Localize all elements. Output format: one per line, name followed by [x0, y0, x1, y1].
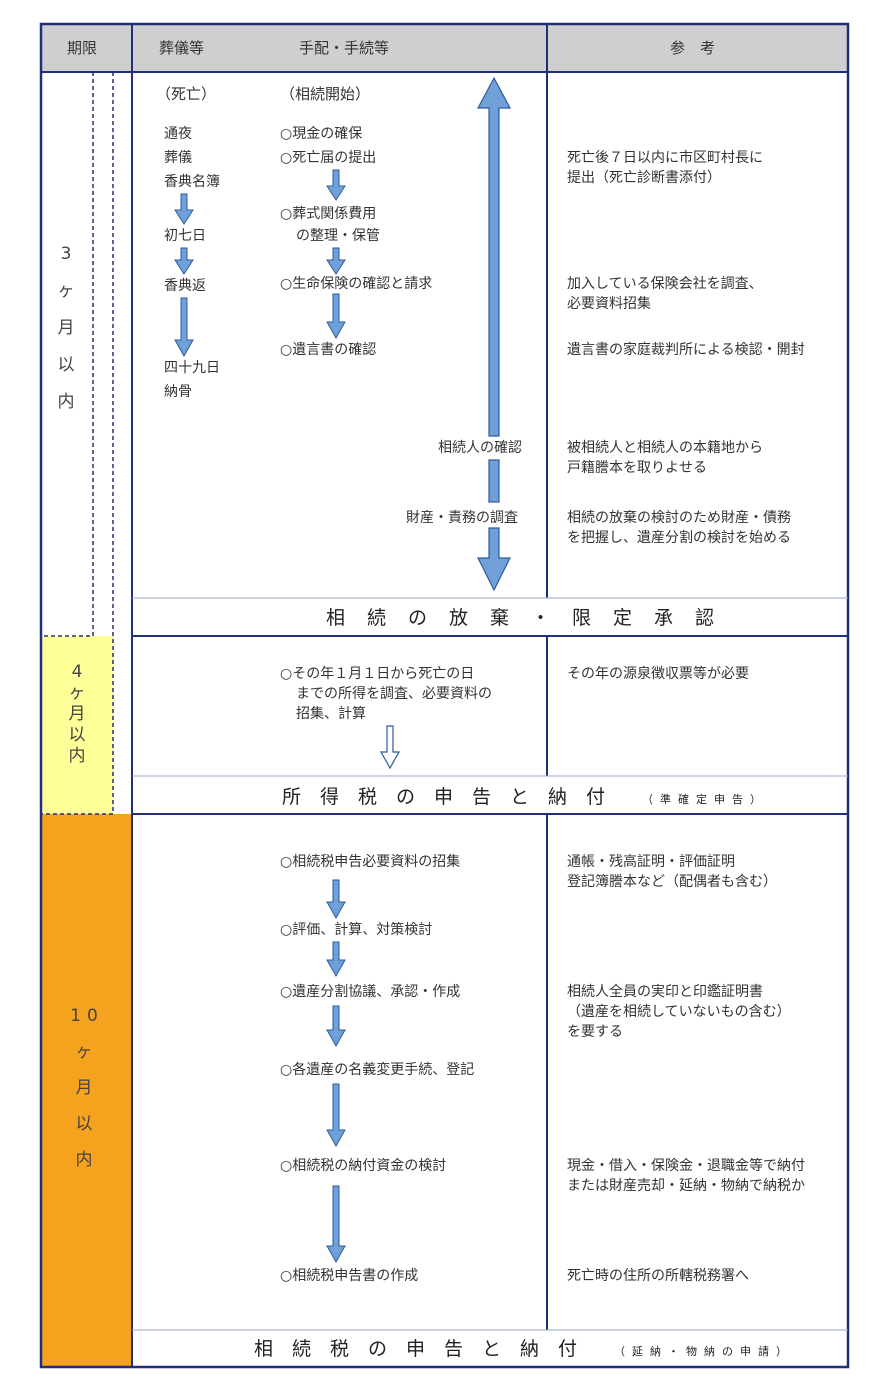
period-4m-dashed-border — [41, 72, 114, 815]
confirm-heirs-label: 相続人の確認 — [438, 440, 522, 456]
note-item: 相続人全員の実印と印鑑証明書（遺産を相続していないもの含む）を要する — [567, 984, 791, 1040]
procedure-step: ○生命保険の確認と請求 — [280, 276, 433, 292]
funeral-item: 葬儀 — [164, 150, 192, 166]
note-item: 被相続人と相続人の本籍地から戸籍謄本を取りよせる — [567, 440, 763, 476]
death-label: （死亡） — [156, 85, 217, 103]
header-notes: 参 考 — [670, 39, 716, 57]
inheritance-start-label: （相続開始） — [280, 85, 371, 103]
note-item: 死亡時の住所の所轄税務署へ — [567, 1268, 749, 1284]
header-background — [41, 24, 848, 72]
funeral-item: 香典返 — [164, 278, 206, 294]
down-arrow-icon — [326, 169, 346, 340]
note-item: 死亡後７日以内に市区町村長に提出（死亡診断書添付） — [567, 150, 763, 186]
procedure-step: ○遺言書の確認 — [280, 342, 377, 358]
funeral-item: 通夜 — [164, 126, 192, 142]
period-10m-background — [41, 814, 132, 1366]
procedure-step: ○遺産分割協議、承認・作成 — [280, 984, 461, 1000]
header-funeral: 葬儀等 — [159, 39, 205, 57]
procedure-step: ○評価、計算、対策検討 — [280, 922, 433, 938]
double-arrow-icon — [477, 76, 511, 592]
header-period: 期限 — [67, 39, 98, 57]
period-3m-dashed-border — [41, 72, 94, 637]
funeral-item: 初七日 — [164, 228, 206, 244]
procedure-step: ○相続税申告必要資料の招集 — [280, 854, 461, 870]
down-arrow-icon — [174, 193, 194, 358]
note-item: 通帳・残高証明・評価証明登記簿謄本など（配偶者も含む） — [567, 854, 777, 890]
band-renunciation: 相続の放棄・限定承認 — [326, 607, 737, 629]
band-income-tax: 所得税の申告と納付（準確定申告） — [282, 786, 769, 808]
asset-survey-label: 財産・責務の調査 — [406, 510, 518, 526]
note-item: 現金・借入・保険金・退職金等で納付または財産売却・延納・物納で納税か — [567, 1158, 805, 1194]
note-item: その年の源泉徴収票等が必要 — [567, 666, 749, 682]
outer-border — [39, 22, 850, 1369]
header-procedures: 手配・手続等 — [299, 39, 390, 57]
funeral-item: 香典名簿 — [164, 174, 220, 190]
procedure-step: の整理・保管 — [296, 228, 380, 244]
procedure-step: ○相続税の納付資金の検討 — [280, 1158, 447, 1174]
note-item: 相続の放棄の検討のため財産・債務を把握し、遺産分割の検討を始める — [567, 510, 791, 546]
funeral-item: 四十九日 — [164, 360, 220, 376]
note-item: 遺言書の家庭裁判所による検認・開封 — [567, 342, 805, 358]
procedure-step: ○葬式関係費用 — [280, 206, 377, 222]
band-inheritance-tax-sub: （延納・物納の申請） — [614, 1345, 795, 1358]
funeral-item: 納骨 — [164, 384, 192, 400]
procedure-step: ○死亡届の提出 — [280, 150, 377, 166]
note-item: 加入している保険会社を調査、必要資料招集 — [567, 276, 763, 312]
down-arrow-icon — [326, 879, 346, 1264]
procedure-step: ○相続税申告書の作成 — [280, 1268, 419, 1284]
down-arrow-icon — [379, 725, 401, 770]
procedure-step: ○各遺産の名義変更手続、登記 — [280, 1062, 475, 1078]
period-4m-background — [41, 636, 113, 814]
band-income-tax-sub: （準確定申告） — [642, 793, 769, 806]
procedure-step: ○その年１月１日から死亡の日 までの所得を調査、必要資料の 招集、計算 — [280, 666, 492, 722]
band-inheritance-tax: 相続税の申告と納付（延納・物納の申請） — [254, 1338, 795, 1360]
procedure-step: ○現金の確保 — [280, 126, 363, 142]
